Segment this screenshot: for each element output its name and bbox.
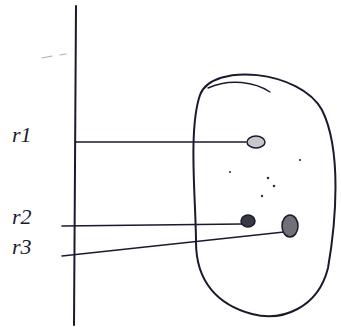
radius-label: r3 xyxy=(12,236,32,258)
point-particle xyxy=(241,215,255,227)
point-particle xyxy=(282,215,298,237)
body-outline xyxy=(193,74,335,316)
leader-line xyxy=(75,141,246,143)
axis-line xyxy=(74,6,76,325)
dot xyxy=(267,177,270,180)
point-particle xyxy=(247,136,265,148)
dot xyxy=(229,171,231,173)
outline-detail xyxy=(208,82,270,92)
leader-line xyxy=(62,224,242,226)
dot xyxy=(261,195,263,197)
leader-line xyxy=(62,232,284,256)
radius-label: r2 xyxy=(12,206,32,228)
radius-label: r1 xyxy=(12,124,32,146)
faint-mark xyxy=(42,54,66,58)
dot xyxy=(273,185,276,188)
dot xyxy=(299,159,301,161)
